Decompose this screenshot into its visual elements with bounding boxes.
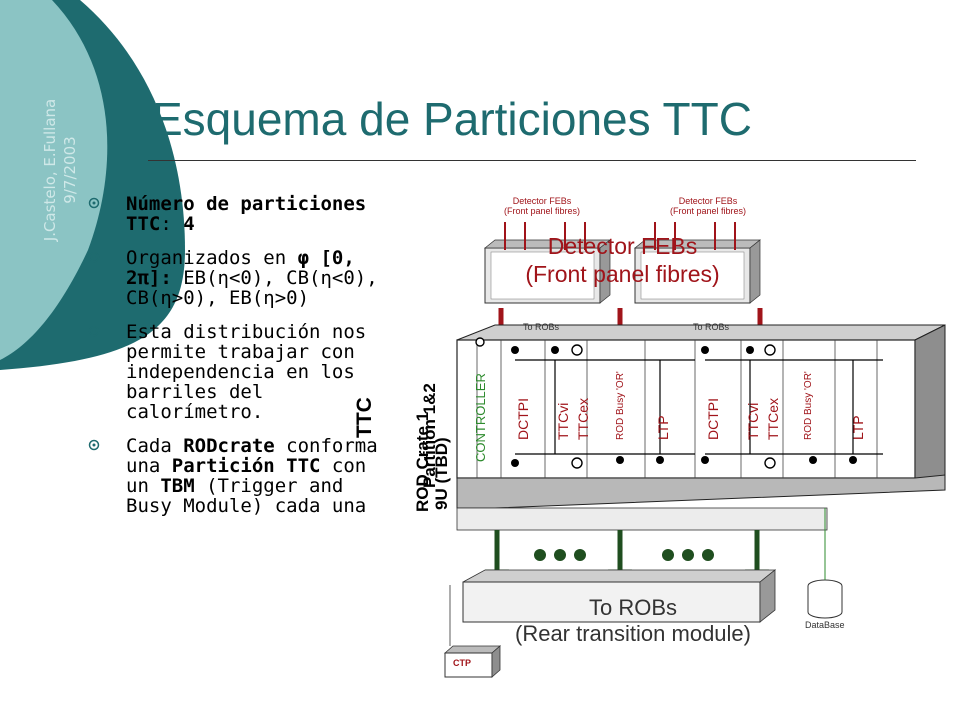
database-label: DataBase [805,620,845,630]
module-label: ROD Busy 'OR' [803,371,814,440]
bullet-marker-icon [88,197,100,209]
main-rod-crate [456,324,946,509]
module-label: LTP [655,415,671,440]
top-crate-right [634,239,761,304]
bullet-item: Cada RODcrate conforma una Partición TTC… [88,436,388,516]
ttc-partition-diagram: Detector FEBs (Front panel fibres) Detec… [353,190,960,690]
top-right-header-line2: (Front panel fibres) [669,206,747,216]
module-label: TTCvi [745,402,761,440]
ctp-box [443,585,502,678]
diagram-svg [443,222,946,678]
to-robs-small-left: To ROBs [523,322,560,332]
bottom-label: To ROBs (Rear transition module) [483,595,783,647]
vertical-label-ttc: TTC [353,397,376,438]
top-left-header-line1: Detector FEBs [512,196,572,206]
bullet-text-segment: TBM [160,475,195,497]
database-icon [807,508,843,619]
module-label: TTCvi [555,402,571,440]
bullet-text-segment: Partición TTC [171,455,321,477]
bullet-text-segment: Número de particiones TTC [126,193,367,235]
top-right-header: Detector FEBs (Front panel fibres) [663,196,753,216]
top-left-header-line2: (Front panel fibres) [503,206,581,216]
top-right-header-line1: Detector FEBs [678,196,738,206]
big-header: Detector FEBs (Front panel fibres) [500,232,745,288]
bottom-label-line1: To ROBs [588,595,678,620]
module-label: CONTROLLER [473,373,488,462]
bullet-item: Organizados en φ [0, 2π]: EB(η<0), CB(η<… [88,248,388,308]
bullet-text-segment: : [160,213,184,235]
bullet-text-segment: Cada [126,435,184,457]
bullet-text-segment: φ [0, 2π]: [126,247,355,289]
ctp-label: CTP [453,658,471,668]
bullet-text-segment: Organizados en [126,247,298,269]
module-label: LTP [850,415,866,440]
bullet-marker-icon [88,439,100,451]
bullet-marker-icon [88,251,100,263]
title-rule [148,160,916,161]
big-header-line2: (Front panel fibres) [525,261,720,287]
bullet-text-segment: con un [126,455,367,497]
bullet-text-segment: conforma una [126,435,378,477]
module-label: DCTPI [515,398,531,440]
module-label: TTCex [575,398,591,440]
vertical-label-crate-size: 9U (TBD) [432,437,451,510]
to-robs-small-right: To ROBs [693,322,730,332]
page-title: Esquema de Particiones TTC [152,93,752,145]
author-sidebar: J.Castelo, E.Fullana 9/7/2003 [40,70,80,270]
bullet-item: Número de particiones TTC: 4 [88,194,388,234]
bullet-text-segment: (Trigger and Busy Module) cada una [126,475,367,517]
module-label: ROD Busy 'OR' [615,371,626,440]
author-names: J.Castelo, E.Fullana [41,98,59,242]
top-crate-left [484,239,611,304]
top-left-header: Detector FEBs (Front panel fibres) [497,196,587,216]
bullet-item: Esta distribución nos permite trabajar c… [88,322,388,422]
bullet-text-segment: Esta distribución nos permite trabajar c… [126,321,367,423]
bullet-text-segment: 4 [183,213,195,235]
vertical-label-rod-crate: ROD Crate 1 [413,411,432,512]
bullet-text-segment: EB(η<0), CB(η<0), CB(η>0), EB(η>0) [126,267,378,309]
big-header-line1: Detector FEBs [547,233,698,259]
bottom-label-line2: (Rear transition module) [515,621,751,646]
bottom-crate [462,569,777,623]
module-label: TTCex [765,398,781,440]
bullet-marker-icon [88,325,100,337]
module-label: DCTPI [705,398,721,440]
lower-crate [456,507,828,531]
author-date: 9/7/2003 [61,136,79,204]
bullet-text-segment: RODcrate [183,435,275,457]
